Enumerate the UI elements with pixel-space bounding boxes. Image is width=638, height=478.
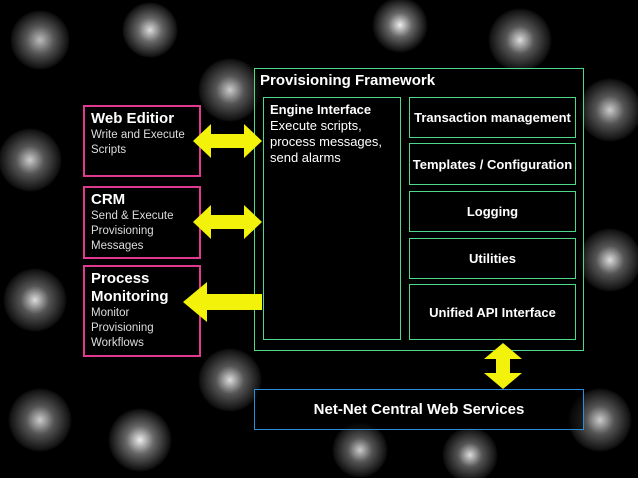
unified-api-interface-label: Unified API Interface [429,304,556,320]
unified-api-interface-box: Unified API Interface [409,284,576,340]
web-editor-subtitle: Write and Execute Scripts [91,129,185,156]
templates-configuration-box: Templates / Configuration [409,143,576,185]
logging-box: Logging [409,191,576,232]
process-monitoring-subtitle: Monitor Provisioning Workflows [91,307,154,349]
utilities-label: Utilities [469,251,516,266]
engine-interface-title: Engine Interface [270,102,372,117]
transaction-management-label: Transaction management [414,110,571,125]
arrow-engine-process-monitoring [183,282,262,322]
provisioning-framework-title: Provisioning Framework [260,72,436,89]
central-web-services-label: Net-Net Central Web Services [313,401,525,418]
templates-configuration-label: Templates / Configuration [412,156,573,172]
transaction-management-box: Transaction management [409,97,576,138]
engine-interface-box: Engine Interface Execute scripts, proces… [263,97,401,340]
arrow-api-central [484,343,522,389]
central-web-services-box: Net-Net Central Web Services [254,389,584,430]
crm-title: CRM [91,191,126,208]
web-editor-title: Web Editior [91,110,175,127]
engine-interface-description: Execute scripts, process messages, send … [270,118,382,165]
utilities-box: Utilities [409,238,576,279]
process-monitoring-title: Process Monitoring [91,270,169,305]
process-monitoring-box: Process Monitoring Monitor Provisioning … [83,265,201,357]
arrow-web-editor-engine [193,124,262,158]
crm-box: CRM Send & Execute Provisioning Messages [83,186,201,259]
crm-subtitle: Send & Execute Provisioning Messages [91,210,174,252]
logging-label: Logging [466,204,519,219]
arrow-crm-engine [193,205,262,239]
